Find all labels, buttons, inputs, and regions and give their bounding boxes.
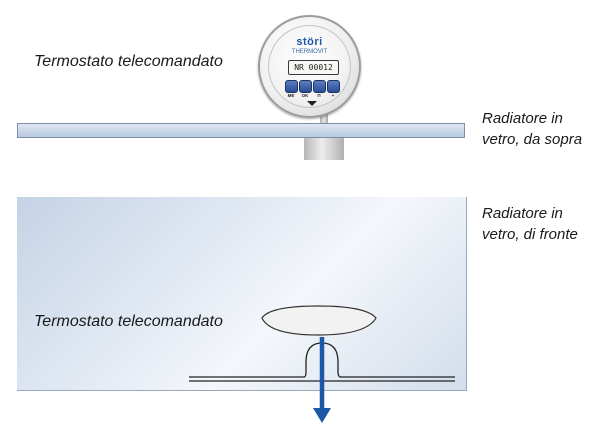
key-me-label: ME [287,93,295,98]
key-plus-label: + [331,93,335,98]
radiator-front-label-line2: vetro, di fronte [482,226,578,243]
thermostat-display: NR 00012 [288,60,339,75]
key-pi-button [313,80,326,93]
radiator-top-view [17,123,465,138]
thermostat-face: störi THERMOVIT NR 00012 ME OK Π + [268,25,351,108]
radiator-top-label: Radiatore in vetro, da sopra [482,108,582,150]
radiator-front-label-line1: Radiatore in [482,205,563,222]
key-pi-label: Π [317,93,321,98]
key-plus-button [327,80,340,93]
key-me-button [285,80,298,93]
thermostat-front-label: Termostato telecomandato [34,313,223,330]
radiator-valve-connector [304,138,344,160]
radiator-top-label-line1: Radiatore in [482,110,563,127]
radiator-top-label-line2: vetro, da sopra [482,131,583,148]
radiator-front-view [17,197,467,391]
thermostat-device: störi THERMOVIT NR 00012 ME OK Π + [258,15,361,118]
thermostat-top-label: Termostato telecomandato [34,53,223,70]
direction-arrow-head-icon [313,408,331,423]
thermostat-front-body [261,305,377,336]
key-ok-label: OK [301,93,309,98]
radiator-front-label: Radiatore in vetro, di fronte [482,203,578,245]
brand-logo: störi [296,36,323,48]
down-arrow-icon [307,101,317,106]
key-ok-button [299,80,312,93]
sub-brand-logo: THERMOVIT [291,49,328,55]
